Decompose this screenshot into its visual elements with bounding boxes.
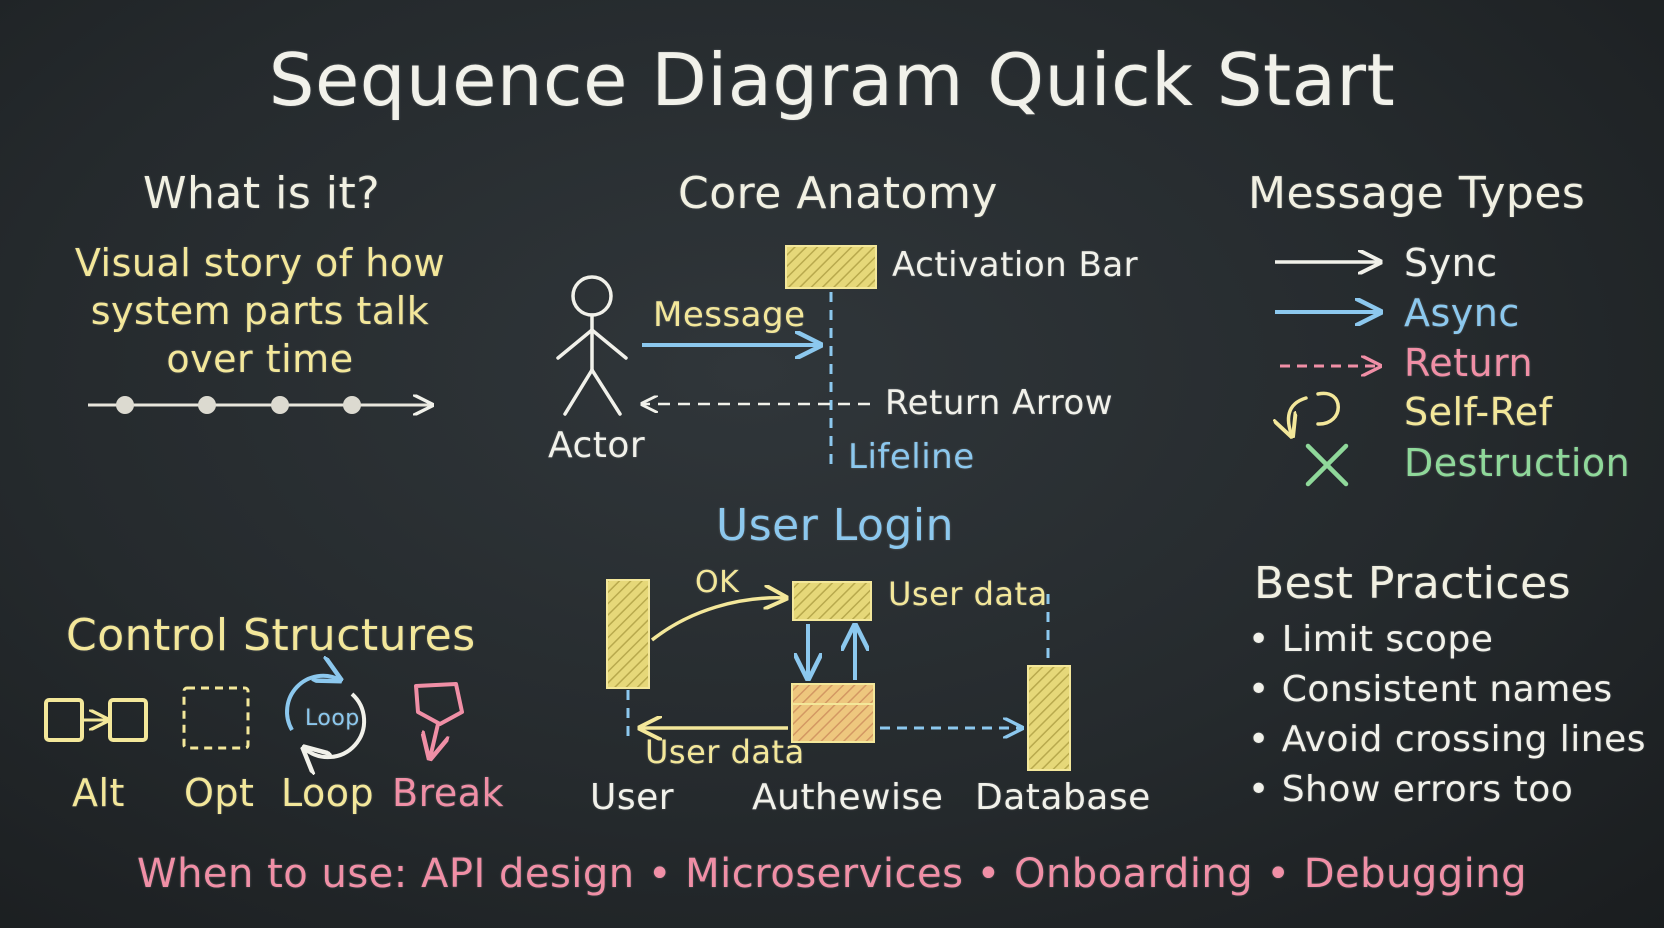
- opt-icon: [182, 686, 250, 750]
- activation-bar-label: Activation Bar: [892, 245, 1139, 285]
- ok-label: OK: [695, 565, 740, 600]
- control-structure-icons: [44, 676, 464, 758]
- actor-label: Actor: [548, 425, 646, 466]
- participant-user: User: [590, 777, 675, 818]
- message-label: Message: [653, 295, 806, 335]
- best-practice-item: • Show errors too: [1248, 769, 1574, 810]
- actor-icon: [556, 275, 628, 416]
- message-type-icons: [1275, 262, 1380, 487]
- control-structures-heading: Control Structures: [66, 610, 476, 661]
- best-practice-item: • Consistent names: [1248, 669, 1613, 710]
- message-type-destruction: Destruction: [1404, 441, 1631, 485]
- best-practice-text: Show errors too: [1281, 769, 1574, 810]
- break-icon: [414, 682, 464, 758]
- activation-bar-box: [785, 245, 877, 289]
- timeline-dot: [271, 396, 289, 414]
- best-practice-item: • Avoid crossing lines: [1248, 719, 1647, 760]
- message-type-self-ref: Self-Ref: [1404, 390, 1553, 434]
- participant-database: Database: [975, 777, 1151, 818]
- best-practice-item: • Limit scope: [1248, 619, 1494, 660]
- page-title: Sequence Diagram Quick Start: [268, 38, 1396, 122]
- user-data-top-label: User data: [888, 575, 1048, 613]
- core-anatomy-heading: Core Anatomy: [678, 168, 998, 219]
- auth-bottom-box: [791, 683, 875, 743]
- what-is-it-line-3: over time: [166, 337, 354, 381]
- participant-authewise: Authewise: [752, 777, 944, 818]
- self-ref-icon: [1289, 391, 1340, 436]
- auth-top-bar: [792, 581, 872, 621]
- core-anatomy-graphic: [556, 245, 877, 470]
- when-to-use-footer: When to use: API design • Microservices …: [137, 851, 1527, 897]
- message-type-sync: Sync: [1404, 241, 1498, 285]
- return-arrow-label: Return Arrow: [885, 383, 1114, 423]
- x-icon: [1305, 443, 1349, 487]
- alt-icon: [44, 698, 148, 742]
- what-is-it-heading: What is it?: [143, 168, 381, 219]
- timeline-dot: [116, 396, 134, 414]
- control-opt: Opt: [184, 771, 255, 815]
- best-practice-text: Limit scope: [1281, 619, 1494, 660]
- ok-arrow: [650, 598, 786, 642]
- best-practices-heading: Best Practices: [1254, 558, 1572, 609]
- what-is-it-line-2: system parts talk: [90, 289, 430, 333]
- user-data-bottom-label: User data: [645, 733, 805, 771]
- control-alt: Alt: [72, 771, 125, 815]
- lifeline-label: Lifeline: [848, 437, 975, 477]
- what-is-it-line-1: Visual story of how: [74, 241, 446, 285]
- timeline-dot: [343, 396, 361, 414]
- user-activation-bar: [606, 579, 650, 689]
- message-type-async: Async: [1404, 291, 1520, 335]
- best-practice-text: Avoid crossing lines: [1281, 719, 1647, 760]
- user-login-heading: User Login: [716, 500, 954, 551]
- loop-icon: [285, 676, 367, 757]
- loop-icon-text: Loop: [305, 706, 360, 731]
- message-type-return: Return: [1404, 341, 1534, 385]
- timeline-graphic: [88, 396, 432, 414]
- database-activation-bar: [1027, 665, 1071, 771]
- best-practice-text: Consistent names: [1281, 669, 1613, 710]
- timeline-dot: [198, 396, 216, 414]
- control-loop: Loop: [281, 771, 375, 815]
- user-login-graphic: [606, 579, 1071, 771]
- control-break: Break: [392, 771, 505, 815]
- message-types-heading: Message Types: [1248, 168, 1586, 219]
